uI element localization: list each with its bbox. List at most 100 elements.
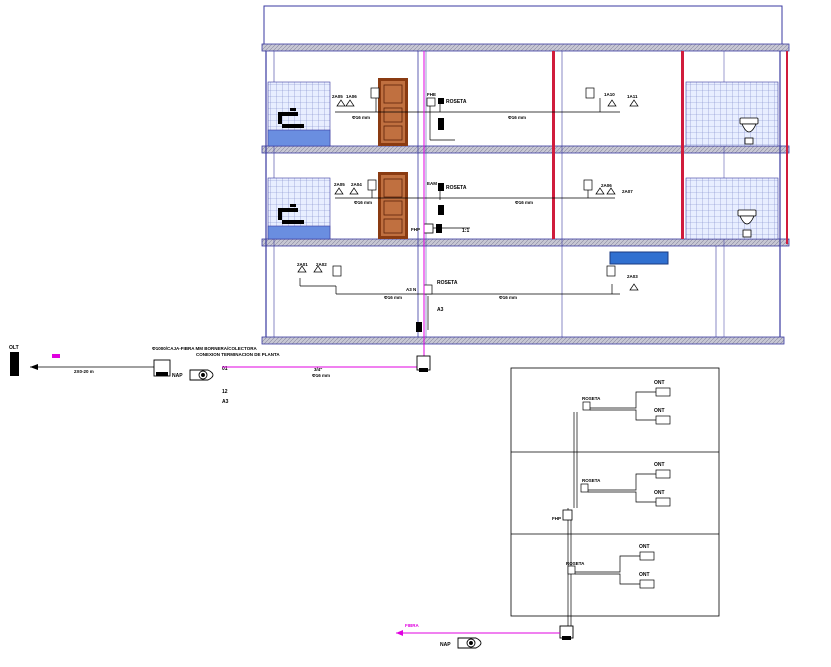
riser-box-icon: [416, 355, 431, 371]
pipe-red-2: [681, 51, 684, 239]
wall-box-icon: [438, 118, 444, 130]
cable-label: Φ16 mm: [352, 115, 370, 120]
roseta-box-icon: [567, 565, 576, 575]
wall-box-icon: [583, 179, 593, 191]
pipe-red-1: [552, 51, 555, 239]
slab-floor-1: [261, 238, 790, 247]
wall-box-icon: [436, 224, 442, 233]
ont-icon: [655, 387, 671, 425]
box-label: FHE: [427, 92, 436, 97]
port-label: 12: [222, 389, 228, 395]
ont-label: ONT: [639, 572, 650, 578]
ont-label: ONT: [639, 544, 650, 550]
toilet-icon: [737, 209, 757, 238]
box-label: 2A07: [622, 189, 633, 194]
wall-box-icon: [438, 205, 444, 215]
feeder-cable-label: 2X0-20 m: [74, 369, 94, 374]
roseta-label: ROSETA: [582, 396, 601, 401]
wall-box-icon: [606, 265, 616, 277]
roseta-label: ROSETA: [446, 185, 467, 191]
splitter-label: FHP: [552, 516, 561, 521]
splitter-ratio-label: 1:1: [462, 228, 469, 234]
bath-tile-top: [685, 81, 779, 147]
olt-label: OLT: [9, 345, 19, 351]
nap-label: NAP: [440, 642, 451, 648]
nap-connector-icon: [189, 369, 214, 381]
nap-label: NAP: [172, 373, 183, 379]
kitchen-counter-top: [267, 129, 331, 147]
splitter-icon: [562, 509, 573, 521]
riser-base-box-base: [562, 636, 571, 640]
box-label: 2A06: [601, 183, 612, 188]
box-label: 2A05: [332, 94, 343, 99]
fiber-marker: [52, 354, 60, 358]
bath-tile-mid: [685, 177, 779, 240]
roseta-box-icon: [582, 401, 591, 411]
box-label: EAM: [427, 181, 437, 186]
wall-box-icon: [438, 183, 444, 191]
ont-label: ONT: [654, 380, 665, 386]
wall-box-icon: [585, 87, 595, 99]
box-label: 2A05: [334, 182, 345, 187]
roseta-label: ROSETA: [582, 478, 601, 483]
ont-label: ONT: [654, 408, 665, 414]
roseta-label: ROSETA: [566, 561, 585, 566]
ont-icon: [655, 469, 671, 507]
door-icon: [378, 172, 408, 239]
box-label: 2A01: [297, 262, 308, 267]
roseta-label: ROSETA: [446, 99, 467, 105]
slab-roof: [261, 43, 790, 52]
feeder-header-1: Φ1000/CAJA-FIBRA MM BORNERA/COLECTORA: [152, 346, 257, 351]
wall-box-icon: [426, 97, 436, 107]
wall-box-icon: [370, 87, 380, 99]
splitter-label: FHP: [411, 227, 420, 232]
box-label: 2A03: [627, 274, 638, 279]
outlet-triangles-mid: [334, 187, 616, 195]
kitchen-counter-mid: [267, 225, 331, 240]
building-section: 2A05 1A06 1A10 1A11 FHE ROSETA Φ16 mm Φ1…: [261, 5, 790, 362]
box-label: 2A02: [316, 262, 327, 267]
ont-links: [575, 555, 640, 585]
wall-box-icon: [438, 98, 444, 104]
box-label: 1A10: [604, 92, 615, 97]
drop-label: Φ16 mm: [312, 373, 330, 378]
arrow-left-icon: [30, 364, 38, 370]
cable-label: Φ16 mm: [515, 200, 533, 205]
outlet-triangles-top: [336, 99, 639, 107]
slab-floor-2: [261, 145, 790, 154]
riser-label: A3 N: [406, 287, 416, 292]
cto-box-base: [156, 372, 168, 376]
box-label: 1A06: [346, 94, 357, 99]
olt-block: [10, 352, 19, 376]
riser-diagram: ROSETA ONT ONT ROSETA ONT ONT FHP ROSETA: [396, 367, 720, 649]
drop-label: 3/4": [314, 367, 322, 372]
ont-links: [590, 391, 656, 421]
mid-floor-wiring: [335, 190, 615, 229]
nap-connector-icon: [457, 637, 482, 649]
riser-frame: [510, 367, 720, 617]
sink-icon: [278, 108, 304, 128]
toilet-icon: [739, 117, 759, 145]
port-label: 01: [222, 366, 228, 372]
ont-label: ONT: [654, 490, 665, 496]
bottom-fiber-label: FIBRA: [405, 623, 419, 628]
cable-label: Φ16 mm: [499, 295, 517, 300]
tv-screen: [609, 251, 669, 265]
slab-ground: [261, 336, 785, 345]
splitter-icon: [423, 223, 434, 234]
ground-floor-wiring: [299, 278, 620, 330]
wall-box-icon: [367, 179, 377, 191]
ont-links: [588, 473, 656, 503]
sink-icon: [278, 204, 304, 224]
port-label: A3: [222, 399, 229, 405]
riser-box-base: [419, 368, 428, 372]
box-label: 1A11: [627, 94, 638, 99]
roseta-box-icon: [580, 483, 589, 493]
feeder-header-2: CONEXION TERMINACION DE PLANTA: [196, 352, 280, 357]
arrow-left-icon: [396, 630, 403, 636]
cable-label: Φ16 mm: [354, 200, 372, 205]
feeder: OLT 2X0-20 m Φ1000/CAJA-FIBRA MM BORNERA…: [9, 345, 431, 405]
ont-label: ONT: [654, 462, 665, 468]
